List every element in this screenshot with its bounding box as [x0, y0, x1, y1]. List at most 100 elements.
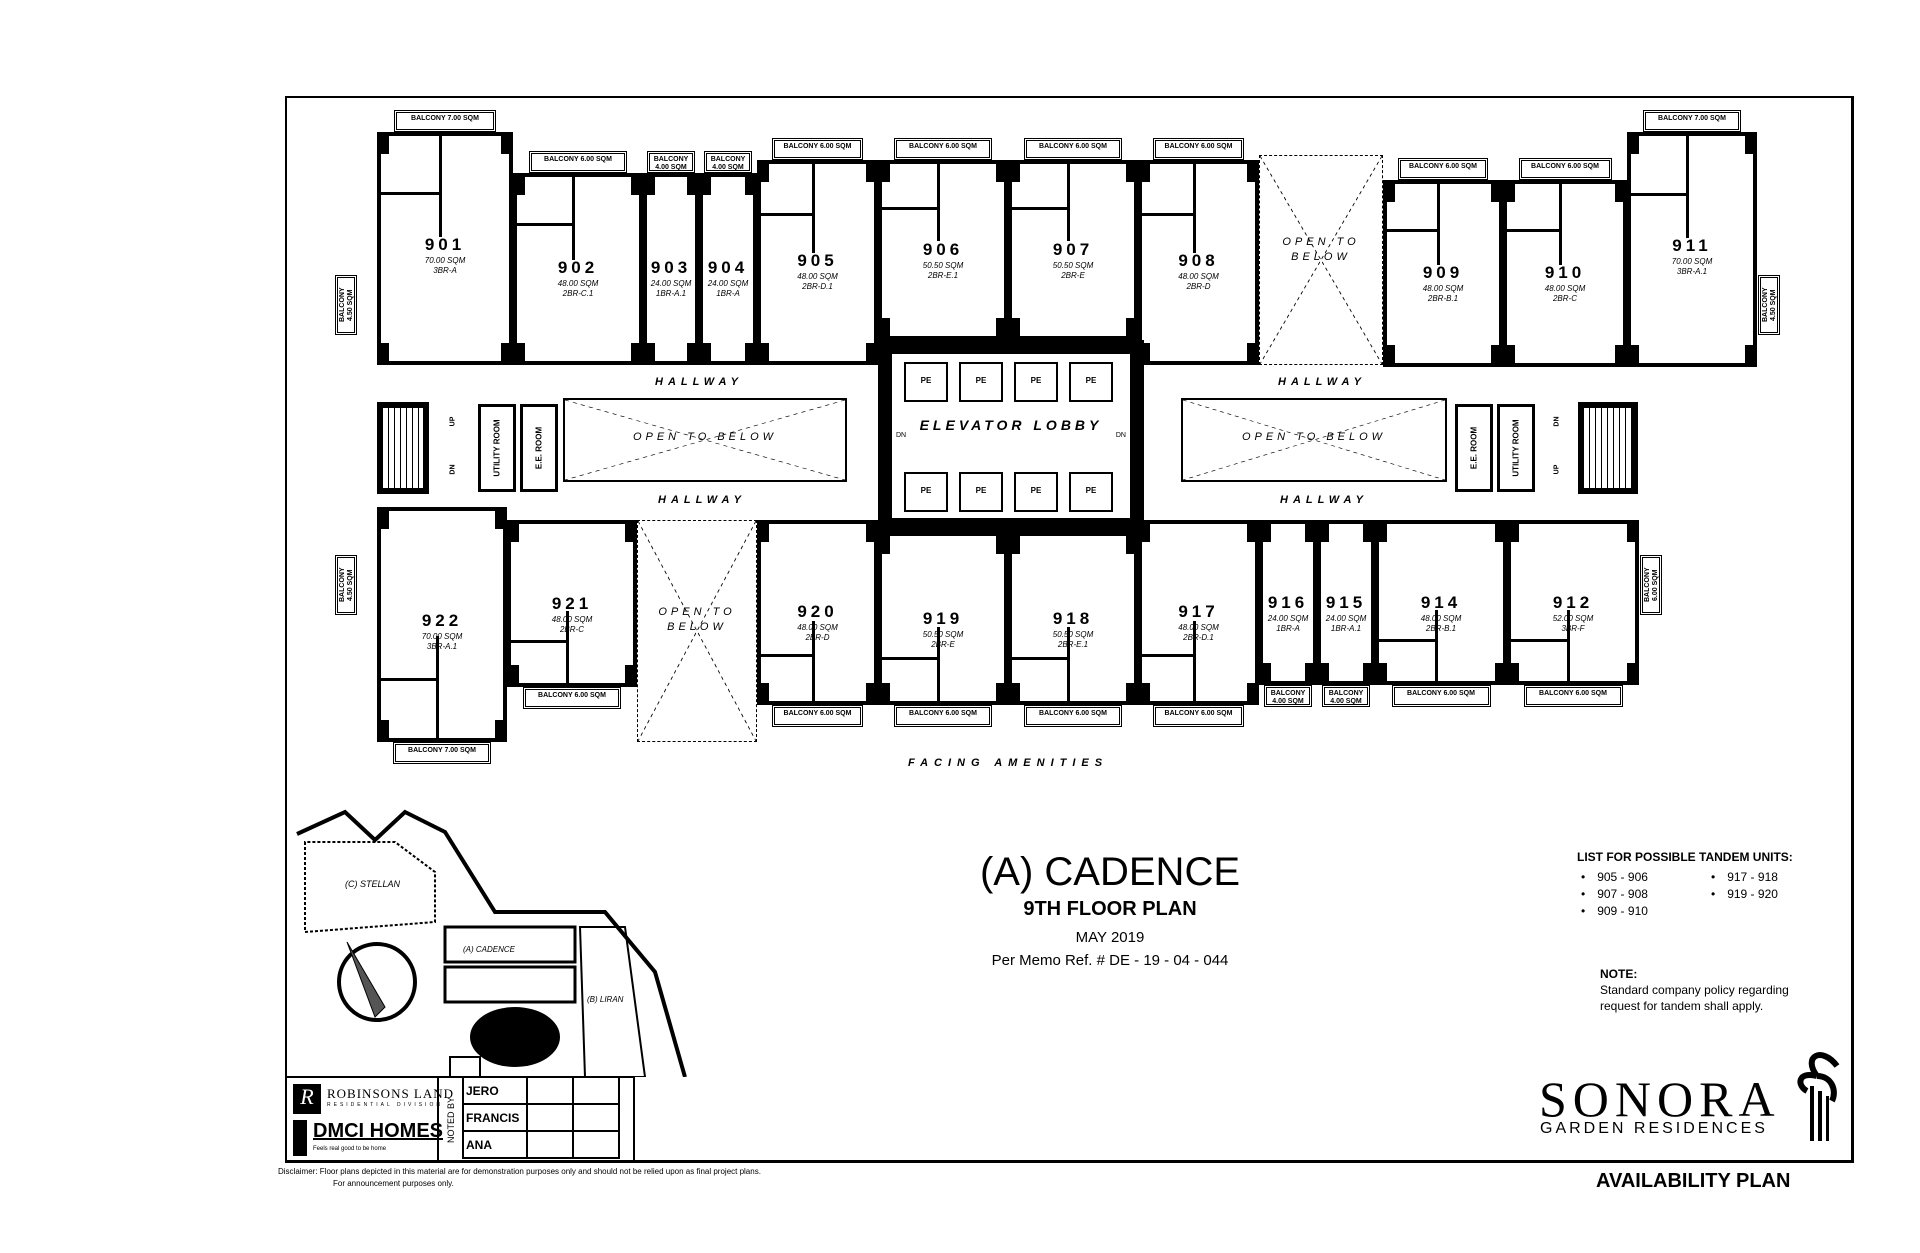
open-to-below: OPEN TO BELOW — [1259, 155, 1383, 365]
unit-number: 911 — [1672, 235, 1712, 255]
column-pillar — [1375, 663, 1387, 685]
column-pillar — [1259, 520, 1271, 542]
unit-type: 3BR-A — [433, 266, 457, 275]
balcony: BALCONY 6.00 SQM — [1024, 705, 1122, 727]
interior-wall — [1566, 610, 1570, 681]
unit-area: 24.00 SQM — [1325, 614, 1367, 624]
unit-number: 903 — [650, 257, 692, 277]
unit-number: 921 — [551, 593, 593, 613]
column-pillar — [1126, 683, 1138, 705]
unit-type: 2BR-D — [805, 632, 830, 642]
column-pillar — [1495, 663, 1507, 685]
interior-wall — [1012, 656, 1067, 660]
stair-up-label: UP — [449, 416, 457, 427]
unit-type: 1BR-A — [1276, 624, 1300, 634]
down-label: DN — [896, 432, 907, 439]
column-pillar — [1138, 160, 1150, 182]
column-pillar — [1383, 180, 1395, 202]
robinsons-logo-icon: R — [293, 1084, 321, 1114]
unit-area: 48.00 SQM — [1544, 283, 1586, 293]
column-pillar — [1317, 520, 1329, 542]
column-pillar — [866, 343, 878, 365]
unit-area: 48.00 SQM — [797, 622, 838, 632]
column-pillar — [501, 132, 513, 154]
column-pillar — [1247, 683, 1259, 705]
facing-amenities-label: FACING AMENITIES — [908, 757, 1109, 769]
column-pillar — [495, 507, 507, 529]
stair-left — [377, 402, 429, 494]
unit-type: 2BR-C — [559, 624, 584, 634]
column-pillar — [699, 343, 711, 365]
logo-block: R ROBINSONS LAND RESIDENTIAL DIVISION DM… — [285, 1076, 635, 1163]
signature-cell — [526, 1103, 574, 1132]
unit-number: 904 — [707, 257, 749, 277]
unit-number: 918 — [1052, 608, 1094, 628]
sonora-sub: GARDEN RESIDENCES — [1540, 1120, 1768, 1137]
unit-type: 2BR-D.1 — [1183, 632, 1214, 642]
interior-wall — [565, 611, 569, 683]
column-pillar — [1126, 160, 1138, 182]
balcony: BALCONY 6.00 SQM — [1523, 685, 1623, 707]
column-pillar — [1375, 520, 1387, 542]
tandem-item: 909 - 910 — [1581, 904, 1711, 921]
column-pillar — [1305, 520, 1317, 542]
disclaimer-line: Disclaimer: Floor plans depicted in this… — [278, 1167, 761, 1176]
column-pillar — [866, 160, 878, 182]
unit-number: 916 — [1267, 593, 1309, 613]
unit-area: 50.50 SQM — [922, 629, 964, 639]
unit-number: 906 — [922, 239, 964, 259]
column-pillar — [631, 173, 643, 195]
noted-by-column: NOTED BY — [437, 1076, 463, 1163]
open-to-below-right: OPEN TO BELOW — [1181, 398, 1447, 482]
interior-wall — [1507, 228, 1560, 232]
disclaimer: Disclaimer: Floor plans depicted in this… — [278, 1166, 761, 1190]
unit-area: 48.00 SQM — [557, 278, 599, 288]
column-pillar — [878, 160, 890, 182]
unit-area: 50.50 SQM — [1052, 629, 1094, 639]
noted-by-table: JERO FRANCIS ANA — [462, 1076, 620, 1159]
column-pillar — [745, 173, 757, 195]
column-pillar — [745, 343, 757, 365]
column-pillar — [513, 343, 525, 365]
unit-area: 70.00 SQM — [1671, 256, 1713, 266]
elevator-car: PE — [959, 362, 1003, 402]
balcony: BALCONY 6.00 SQM — [523, 687, 621, 709]
interior-wall — [1434, 610, 1438, 681]
interior-wall — [1631, 192, 1686, 196]
unit-type: 1BR-A.1 — [655, 288, 687, 298]
utility-room-label: UTILITY ROOM — [492, 419, 502, 477]
column-pillar — [1383, 345, 1395, 367]
signature-cell — [572, 1130, 620, 1159]
palm-icon — [1797, 1052, 1840, 1141]
column-pillar — [1317, 663, 1329, 685]
unit-number: 914 — [1420, 593, 1462, 613]
interior-wall — [882, 656, 937, 660]
column-pillar — [878, 318, 890, 340]
column-pillar — [377, 720, 389, 742]
balcony: BALCONY 6.00 SQM — [1153, 138, 1244, 160]
unit-area: 24.00 SQM — [1267, 614, 1309, 624]
interior-wall — [882, 207, 937, 210]
interior-wall — [1511, 638, 1567, 642]
utility-room-right: UTILITY ROOM — [1497, 404, 1535, 492]
column-pillar — [1363, 520, 1375, 542]
column-pillar — [1627, 132, 1639, 154]
column-pillar — [501, 343, 513, 365]
balcony: BALCONY 4.00 SQM — [704, 151, 752, 173]
tandem-item: 919 - 920 — [1711, 887, 1841, 904]
ee-room-label: E.E. ROOM — [534, 426, 544, 470]
unit-number: 910 — [1544, 262, 1586, 282]
column-pillar — [866, 683, 878, 705]
column-pillar — [687, 343, 699, 365]
column-pillar — [1745, 345, 1757, 367]
site-map: (C) STELLAN (A) CADENCE (B) LIRAN — [296, 809, 687, 1077]
interior-wall — [1012, 207, 1067, 210]
open-to-below-label: OPEN TO BELOW — [1282, 236, 1360, 264]
column-pillar — [1247, 343, 1259, 365]
